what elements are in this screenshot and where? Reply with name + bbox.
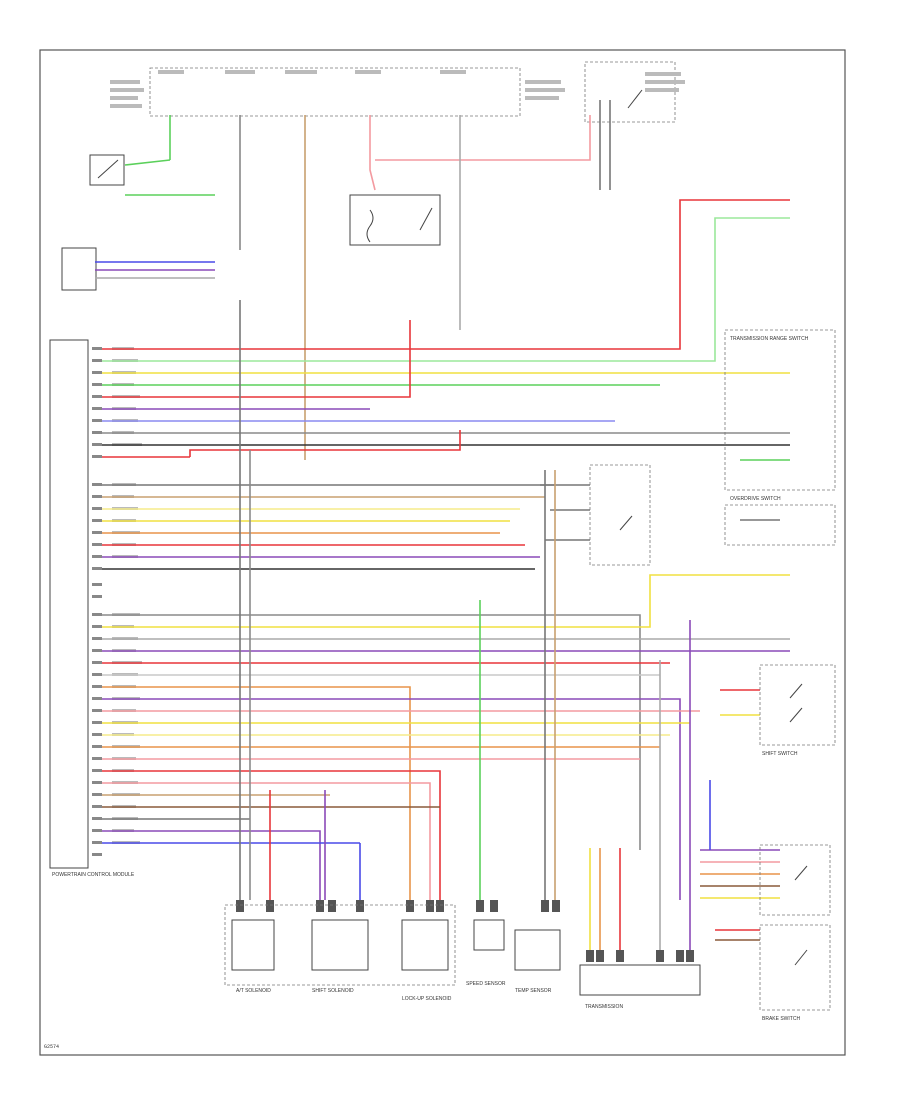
relay-contact: [419, 207, 433, 231]
bottom-connector-pins: [236, 900, 694, 962]
footer-code: G2574: [44, 1044, 59, 1050]
bottom-component-label-c: LOCK-UP SOLENOID: [402, 996, 452, 1002]
right-label-3: OVERDRIVE SWITCH: [730, 496, 781, 502]
top-right-relay-contact: [627, 89, 643, 109]
bottom-component-label-b: SHIFT SOLENOID: [312, 988, 354, 994]
wires: [95, 100, 790, 950]
center-relay: [349, 194, 441, 246]
bottom-component-label-d: SPEED SENSOR: [466, 981, 506, 987]
fuse-box-outline: [149, 67, 521, 117]
bottom-component-label-a: A/T SOLENOID: [236, 988, 271, 994]
fuse-labels: [110, 70, 685, 108]
switch-contact: [97, 159, 119, 179]
solenoid-blocks: [224, 904, 701, 996]
ecm-label: POWERTRAIN CONTROL MODULE: [52, 872, 135, 878]
bottom-labels: A/T SOLENOID SHIFT SOLENOID LOCK-UP SOLE…: [236, 981, 623, 1010]
diagram-frame: [39, 49, 846, 1056]
right-components: [589, 329, 836, 1011]
right-label-1: TRANSMISSION RANGE SWITCH: [730, 336, 809, 342]
right-label-2: SHIFT SWITCH: [762, 751, 798, 757]
sensor-box: [61, 247, 97, 291]
right-labels: TRANSMISSION RANGE SWITCH SHIFT SWITCH O…: [730, 336, 809, 1022]
transmission-label: TRANSMISSION: [585, 1004, 623, 1010]
bottom-component-label-e: TEMP SENSOR: [515, 988, 552, 994]
right-label-4: BRAKE SWITCH: [762, 1016, 800, 1022]
relay-coil: [366, 209, 374, 243]
ecm-connector: [49, 339, 142, 869]
